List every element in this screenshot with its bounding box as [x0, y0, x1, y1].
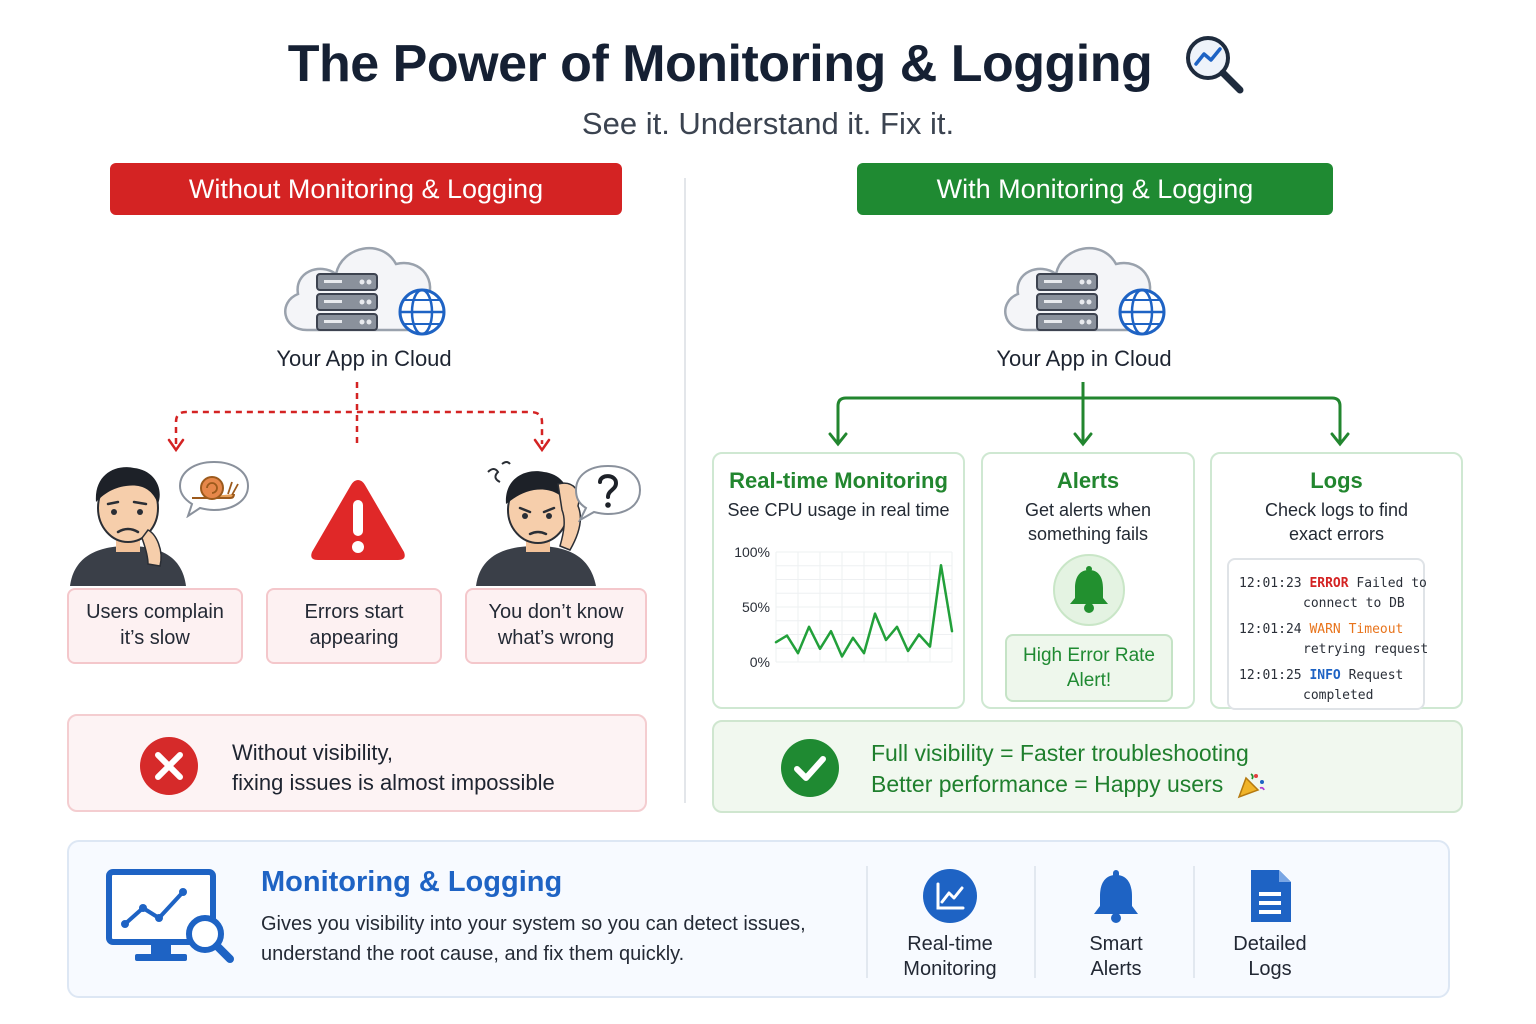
cloud-server-icon-right	[1004, 246, 1166, 336]
problem-slow-line1: Users complain	[86, 601, 224, 624]
logs-card-title: Logs	[1310, 468, 1363, 493]
monitoring-card: Real-time Monitoring See CPU usage in re…	[712, 452, 965, 709]
document-icon	[1251, 870, 1291, 922]
alerts-desc-line1: Get alerts when	[1024, 500, 1152, 520]
log-entry: 12:01:25 INFO Request	[1239, 668, 1403, 683]
feature-divider	[1034, 866, 1036, 978]
problem-unknown-line1: You don’t know	[488, 601, 624, 624]
page-title: The Power of Monitoring & Logging	[0, 30, 1536, 98]
cpu-usage-chart: 100% 50% 0%	[734, 544, 954, 670]
log-msg-cont: completed	[1303, 688, 1374, 703]
feature-monitoring-line1: Real-time	[907, 933, 993, 955]
with-summary-text: Full visibility = Faster troubleshooting…	[871, 738, 1249, 799]
problem-errors-line1: Errors start	[304, 601, 404, 624]
warning-icon	[311, 480, 405, 560]
log-level: ERROR	[1309, 576, 1349, 591]
log-level: WARN	[1309, 622, 1341, 637]
with-summary-line1: Full visibility = Faster troubleshooting	[871, 740, 1249, 766]
without-banner: Without Monitoring & Logging	[110, 163, 622, 215]
problem-errors: Errors start appearing	[266, 588, 442, 664]
alerts-card: Alerts Get alerts when something fails H…	[981, 452, 1195, 709]
chart-y-tick-label: 50%	[742, 599, 770, 615]
bell-icon	[1053, 554, 1125, 626]
logs-card: Logs Check logs to find exact errors 12:…	[1210, 452, 1463, 710]
summary-title: Monitoring & Logging	[261, 866, 563, 898]
alerts-card-title: Alerts	[1056, 468, 1120, 493]
with-summary-box: Full visibility = Faster troubleshooting…	[712, 720, 1463, 813]
problem-slow-line2: it’s slow	[120, 627, 190, 649]
without-summary-box: Without visibility, fixing issues is alm…	[67, 714, 647, 812]
monitoring-card-title: Real-time Monitoring	[729, 468, 948, 493]
without-summary-text: Without visibility, fixing issues is alm…	[232, 738, 555, 798]
question-icon	[574, 464, 642, 522]
without-summary-line2: fixing issues is almost impossible	[232, 769, 555, 795]
log-level: INFO	[1309, 668, 1341, 683]
snail-icon	[178, 460, 250, 518]
feature-divider	[866, 866, 868, 978]
chart-y-tick-label: 0%	[750, 654, 770, 670]
problem-slow: Users complain it’s slow	[67, 588, 243, 664]
feature-logs-line2: Logs	[1248, 958, 1292, 980]
confused-user-icon	[476, 461, 596, 586]
log-time: 12:01:25	[1239, 668, 1302, 683]
problem-unknown: You don’t know what’s wrong	[465, 588, 647, 664]
chart-circle-icon	[923, 869, 977, 923]
alerts-desc-line2: something fails	[1027, 523, 1149, 544]
problem-errors-line2: appearing	[309, 627, 399, 649]
log-msg: Request	[1348, 668, 1404, 683]
feature-monitoring-line2: Monitoring	[903, 958, 997, 980]
summary-desc-line2: understand the root cause, and fix them …	[261, 943, 685, 965]
logs-card-desc: Check logs to find exact errors	[1212, 499, 1461, 547]
logs-desc-line1: Check logs to find	[1264, 500, 1409, 520]
summary-desc-line1: Gives you visibility into your system so…	[261, 913, 806, 935]
without-summary-line1: Without visibility,	[232, 740, 393, 765]
party-popper-icon	[1237, 773, 1265, 799]
cloud-server-icon-left	[284, 246, 446, 336]
column-divider	[684, 178, 686, 803]
cloud-label-right: Your App in Cloud	[996, 346, 1172, 371]
feature-alerts-line1: Smart	[1089, 933, 1143, 955]
problem-unknown-line2: what’s wrong	[497, 627, 615, 649]
alert-pill-line1: High Error Rate	[1023, 644, 1155, 666]
bell-icon	[1094, 870, 1138, 923]
logs-desc-line2: exact errors	[1288, 523, 1385, 544]
log-entry: 12:01:24 WARN Timeout	[1239, 622, 1403, 637]
log-msg: Failed to	[1356, 576, 1427, 591]
log-msg-cont: retrying request	[1303, 642, 1429, 657]
feature-alerts-line2: Alerts	[1090, 958, 1142, 980]
solid-connector	[828, 382, 1350, 447]
cloud-label-left: Your App in Cloud	[276, 346, 452, 371]
log-time: 12:01:24	[1239, 622, 1302, 637]
check-icon	[781, 739, 839, 797]
summary-panel: Monitoring & Logging Gives you visibilit…	[67, 840, 1450, 998]
summary-desc: Gives you visibility into your system so…	[261, 909, 806, 969]
log-entry: 12:01:23 ERROR Failed to	[1239, 576, 1427, 591]
log-viewer: 12:01:23 ERROR Failed to connect to DB 1…	[1227, 558, 1429, 710]
with-summary-line2: Better performance = Happy users	[871, 770, 1224, 797]
dashed-connector	[167, 382, 551, 453]
magnifier-chart-icon	[1186, 36, 1244, 94]
monitoring-card-desc: See CPU usage in real time	[727, 500, 950, 520]
alerts-card-desc: Get alerts when something fails	[983, 499, 1193, 547]
log-msg-cont: connect to DB	[1303, 596, 1405, 611]
page-subtitle: See it. Understand it. Fix it.	[581, 106, 955, 141]
monitor-chart-icon	[106, 869, 234, 963]
alert-pill-line2: Alert!	[1066, 670, 1112, 691]
with-banner: With Monitoring & Logging	[857, 163, 1333, 215]
log-time: 12:01:23	[1239, 576, 1302, 591]
feature-divider	[1193, 866, 1195, 978]
title-text: The Power of Monitoring & Logging	[287, 35, 1153, 93]
log-msg: Timeout	[1348, 622, 1404, 637]
error-x-icon	[140, 737, 198, 795]
feature-logs-line1: Detailed	[1233, 933, 1307, 955]
cpu-usage-series-line	[774, 563, 954, 658]
frustrated-user-icon	[70, 467, 186, 586]
chart-y-tick-label: 100%	[734, 544, 770, 560]
